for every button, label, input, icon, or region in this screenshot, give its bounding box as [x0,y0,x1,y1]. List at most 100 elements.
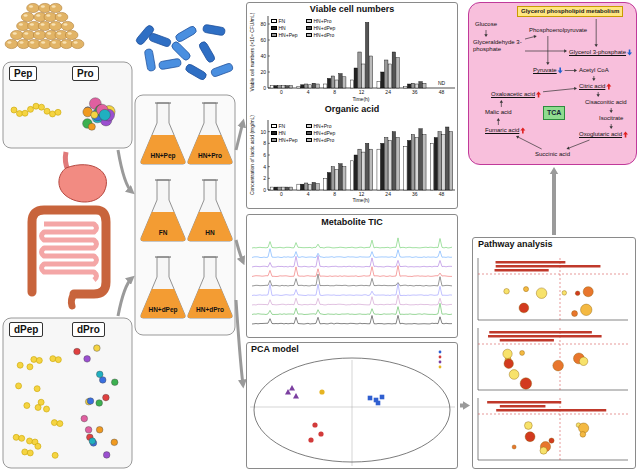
bar [362,152,365,190]
pca-legend-mark [439,366,442,369]
bar [438,132,441,190]
impact-bar [496,261,566,264]
tick-label: 8 [263,140,266,146]
legend-text: HN+dPro [314,137,335,143]
bar [446,127,449,190]
bacterium [174,25,197,43]
bar [308,184,311,190]
pathway-bubble [509,370,519,380]
tick [268,190,270,191]
legend-swatch [271,33,277,37]
chromatogram-trace [252,256,452,268]
pathway-bubble [523,287,528,292]
bar [289,86,292,88]
peptide-bead [17,362,23,368]
legend-swatch [271,19,277,23]
legend-item: HN [271,130,286,136]
bar [301,184,304,190]
decrease-mark [627,50,632,56]
up-arrow [536,92,541,98]
connector-line [525,37,535,39]
pathway-bubble [579,357,587,365]
tick [268,72,270,73]
pathway-bubble [504,359,513,368]
peptide-bead [34,386,40,392]
flask-rim [202,179,218,180]
plot-axis [478,398,628,460]
arrowhead [546,62,549,65]
bar [301,85,304,88]
pathway-bubble [536,288,547,299]
amino-acid-bead [103,452,110,459]
arrowhead [596,94,599,97]
flask-liquid [188,135,233,164]
impact-bar [496,265,601,268]
legend-item: HN+Pro [306,18,331,24]
tick [268,88,270,89]
pca-legend-mark [439,356,442,359]
increase-mark [623,132,628,138]
bar [274,187,277,190]
amino-acid-bead [94,345,101,352]
legend-swatch [306,124,312,128]
bar [285,86,288,88]
arrowhead [550,167,558,174]
pathway-bubble [504,288,510,294]
bar [385,138,388,191]
connector-line [547,36,548,63]
peptide-bead [27,364,33,370]
flask-rim [155,102,171,103]
tick-label: 2 [263,175,266,181]
chromatogram-trace [252,249,452,258]
node-text: HN+Pro [198,152,222,160]
legend-text: FN [279,18,286,24]
tick-label: 48 [439,191,445,197]
bacterium [170,40,191,61]
bar [358,149,361,190]
tick-label: 80 [260,21,266,27]
legend-swatch [306,19,312,23]
culture-panel [135,95,235,335]
pca-point [293,393,299,399]
tick-label: 0 [263,85,266,91]
bar [369,56,372,88]
impact-bar [500,405,546,408]
down-arrow [558,68,563,74]
arrowhead [484,34,487,37]
tick-label: 0 [280,191,283,197]
chart-panel: Viable cell numbersOrganic acid [246,2,458,209]
bacterium [144,48,156,71]
connector-line [596,19,597,45]
bacterium [202,24,225,36]
culture-flask: HN+Pep [140,101,186,165]
pathway-bubble [580,432,586,438]
axis-title: Time(h) [352,197,369,203]
flask-outline [188,257,233,318]
soybean [22,30,35,39]
soybean [49,3,62,12]
note-label: ND [438,80,445,86]
bar [270,187,273,190]
process-arrow [236,122,243,150]
peptide-bead [52,452,58,458]
peptide-bead [35,443,41,449]
bar [407,140,410,190]
amino-acid-bead [103,394,110,401]
legend-swatch [306,33,312,37]
amino-acid-bead [96,426,103,433]
culture-flask: HN+Pro [187,101,233,165]
bar [282,187,285,190]
tick-label: 0 [263,187,266,193]
legend-text: HN+Pep [279,32,298,38]
bacteria [135,24,234,81]
legend-item: HN+dPro [306,137,334,143]
bar [396,58,399,88]
impact-bar [496,409,606,412]
legend-item: FN [271,18,285,24]
pathway-bubble [562,291,567,296]
soybean-highlight [57,32,61,34]
legend-text: HN+dPro [314,32,335,38]
peptide-bead [22,110,28,116]
impact-bar [487,401,561,404]
peptide-bead [38,399,44,405]
